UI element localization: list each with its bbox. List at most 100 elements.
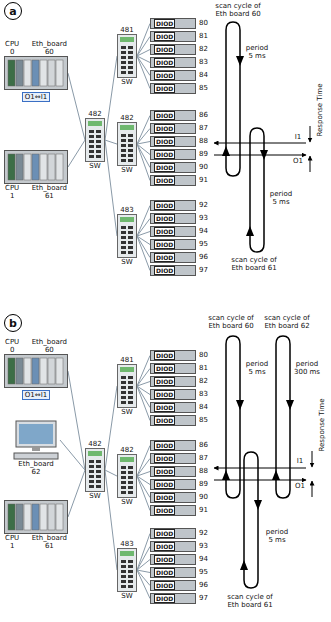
module-label: DIOD xyxy=(154,390,175,399)
callout-number: 89 xyxy=(199,150,208,158)
board-label: Eth_board 61 xyxy=(32,534,67,550)
network-cable xyxy=(137,446,150,477)
callout-number: 81 xyxy=(199,32,208,40)
callout-number: 85 xyxy=(199,416,208,424)
network-cable xyxy=(137,206,150,237)
module-label: DIOD xyxy=(154,493,175,502)
io-module: DIOD97 xyxy=(150,265,212,276)
io-module: DIOD85 xyxy=(150,415,212,426)
panel-letter: a xyxy=(9,6,16,17)
io-module: DIOD83 xyxy=(150,389,212,400)
callout-number: 97 xyxy=(199,594,208,602)
io-module: DIOD94 xyxy=(150,554,212,565)
network-cable xyxy=(137,116,150,145)
ethernet-switch: 481SW xyxy=(116,356,138,416)
plc-rack xyxy=(4,354,68,388)
io-module: DIOD93 xyxy=(150,541,212,552)
module-label: DIOD xyxy=(154,467,175,476)
io-module: DIOD86 xyxy=(150,110,212,121)
io-module: DIOD87 xyxy=(150,453,212,464)
module-label: DIOD xyxy=(154,163,175,172)
module-label: DIOD xyxy=(154,32,175,41)
network-cable xyxy=(137,129,150,145)
module-label: DIOD xyxy=(154,441,175,450)
callout-number: 96 xyxy=(199,581,208,589)
module-label: DIOD xyxy=(154,214,175,223)
network-cable xyxy=(137,570,150,598)
module-body: DIOD xyxy=(150,110,196,121)
module-label: DIOD xyxy=(154,568,175,577)
network-cable xyxy=(68,73,85,140)
callout-number: 83 xyxy=(199,58,208,66)
callout-number: 87 xyxy=(199,124,208,132)
plc-rack xyxy=(4,56,68,90)
switch-icon xyxy=(117,454,137,498)
callout-number: 88 xyxy=(199,467,208,475)
module-body: DIOD xyxy=(150,453,196,464)
network-cable xyxy=(137,50,150,57)
switch-icon xyxy=(117,214,137,258)
callout-number: 95 xyxy=(199,240,208,248)
module-body: DIOD xyxy=(150,70,196,81)
callout-number: 91 xyxy=(199,176,208,184)
module-label: DIOD xyxy=(154,529,175,538)
module-body: DIOD xyxy=(150,239,196,250)
module-body: DIOD xyxy=(150,363,196,374)
io-module: DIOD88 xyxy=(150,136,212,147)
network-cable xyxy=(137,56,150,88)
switch-label: SW xyxy=(121,258,132,266)
callout-number: 93 xyxy=(199,542,208,550)
module-body: DIOD xyxy=(150,213,196,224)
callout-number: 92 xyxy=(199,529,208,537)
module-body: DIOD xyxy=(150,593,196,604)
module-label: DIOD xyxy=(154,351,175,360)
module-label: DIOD xyxy=(154,403,175,412)
switch-number: 483 xyxy=(120,540,133,548)
ethernet-switch: 481SW xyxy=(116,26,138,86)
io-module: DIOD89 xyxy=(150,149,212,160)
network-cable xyxy=(137,37,150,57)
callout-number: 80 xyxy=(199,19,208,27)
network-cable xyxy=(137,382,150,387)
io-module: DIOD 87 xyxy=(150,123,212,134)
switch-label: SW xyxy=(121,592,132,600)
callout-number: 90 xyxy=(199,493,208,501)
module-body: DIOD xyxy=(150,350,196,361)
ethernet-switch: 482SW xyxy=(116,446,138,506)
callout-number: 86 xyxy=(199,441,208,449)
module-body: DIOD xyxy=(150,415,196,426)
io-module: DIOD89 xyxy=(150,479,212,490)
module-body: DIOD xyxy=(150,541,196,552)
module-label: DIOD xyxy=(154,137,175,146)
switch-number: 482 xyxy=(88,440,101,448)
module-body: DIOD xyxy=(150,44,196,55)
module-body: DIOD xyxy=(150,402,196,413)
computer-icon xyxy=(12,420,60,460)
callout-number: 93 xyxy=(199,214,208,222)
switch-number: 481 xyxy=(120,26,133,34)
switch-label: SW xyxy=(89,162,100,170)
network-cable xyxy=(137,144,150,167)
module-label: DIOD xyxy=(154,364,175,373)
switch-number: 481 xyxy=(120,356,133,364)
period-label: period 5 ms xyxy=(243,44,271,60)
network-cable xyxy=(137,459,150,477)
ethernet-switch: 483SW xyxy=(116,540,138,600)
module-label: DIOD xyxy=(154,124,175,133)
period-label: period 300 ms xyxy=(292,360,322,376)
module-label: DIOD xyxy=(154,201,175,210)
network-cable xyxy=(137,236,150,270)
callout-number: 94 xyxy=(199,555,208,563)
module-label: DIOD xyxy=(154,594,175,603)
module-body: DIOD xyxy=(150,136,196,147)
period-label: period 5 ms xyxy=(243,360,271,376)
module-body: DIOD xyxy=(150,226,196,237)
network-cable xyxy=(137,369,150,387)
module-label: DIOD xyxy=(154,84,175,93)
axis-label: Response Time xyxy=(316,79,324,141)
module-label: DIOD xyxy=(154,581,175,590)
module-label: DIOD xyxy=(154,240,175,249)
io-module: DIOD90 xyxy=(150,162,212,173)
period-label: period 5 ms xyxy=(263,528,291,544)
io-module: DIOD82 xyxy=(150,376,212,387)
